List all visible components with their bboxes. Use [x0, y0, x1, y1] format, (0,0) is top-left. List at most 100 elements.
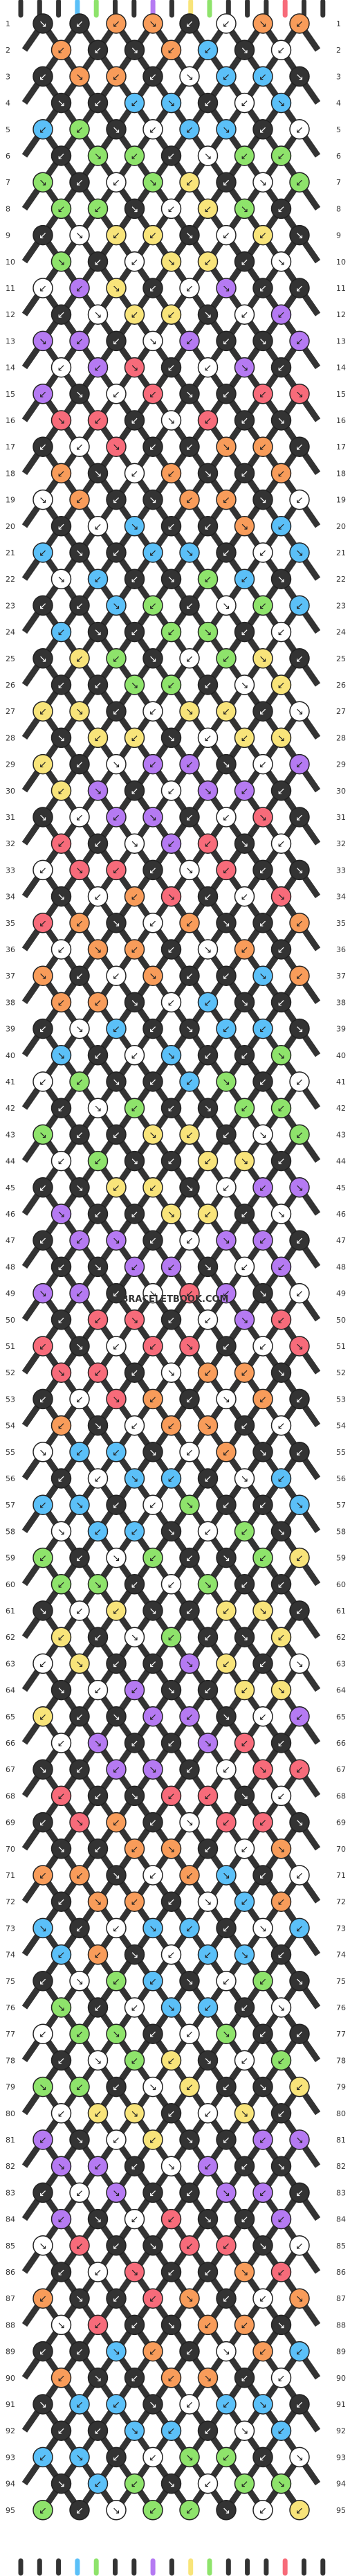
knot-arrow: ↙: [204, 1156, 212, 1168]
knot-arrow: ↙: [94, 1209, 102, 1220]
knot-arrow: ↘: [222, 1235, 230, 1246]
knot-arrow: ↙: [277, 1580, 286, 1591]
knot-arrow: ↘: [75, 1500, 84, 1511]
knot-arrow: ↙: [112, 1129, 120, 1141]
row-number: 25: [336, 654, 346, 663]
knot-arrow: ↙: [204, 204, 212, 215]
knot-arrow: ↙: [39, 2188, 47, 2199]
knot-arrow: ↙: [57, 1262, 66, 1273]
knot-arrow: ↙: [112, 2452, 120, 2463]
row-number: 66: [6, 1739, 15, 1748]
row-number: 60: [6, 1580, 15, 1589]
knot-arrow: ↙: [167, 468, 176, 479]
knot-arrow: ↙: [75, 1289, 84, 1300]
knot-arrow: ↙: [167, 151, 176, 162]
knot-arrow: ↘: [167, 574, 176, 585]
knot-arrow: ↘: [75, 1341, 84, 1352]
knot-arrow: ↘: [39, 2241, 47, 2252]
row-number: 69: [336, 1818, 346, 1827]
knot-arrow: ↙: [277, 151, 286, 162]
knot-arrow: ↘: [39, 1606, 47, 1617]
knot-arrow: ↙: [39, 600, 47, 611]
knot-arrow: ↙: [39, 1870, 47, 1881]
row-number: 27: [336, 707, 346, 716]
knot-arrow: ↙: [75, 442, 84, 453]
knot-arrow: ↙: [131, 2320, 139, 2331]
knot-arrow: ↙: [259, 548, 267, 559]
knot-arrow: ↘: [39, 1447, 47, 1458]
row-number: 5: [6, 125, 10, 134]
knot-arrow: ↙: [75, 1394, 84, 1405]
knot-arrow: ↙: [112, 495, 120, 506]
knot-arrow: ↘: [75, 231, 84, 242]
knot-arrow: ↙: [75, 812, 84, 823]
row-number: 76: [336, 2003, 346, 2012]
knot-arrow: ↙: [295, 2082, 304, 2093]
knot-arrow: ↙: [259, 1870, 267, 1881]
knot-arrow: ↙: [204, 98, 212, 109]
knot-arrow: ↘: [131, 1632, 139, 1643]
knot-arrow: ↙: [75, 2399, 84, 2410]
knot-arrow: ↙: [39, 1183, 47, 1194]
knot-arrow: ↘: [204, 2373, 212, 2384]
knot-arrow: ↙: [131, 1580, 139, 1591]
knot-arrow: ↙: [112, 971, 120, 982]
knot-arrow: ↘: [149, 1923, 157, 1934]
knot-arrow: ↙: [57, 310, 66, 321]
row-number: 93: [6, 2453, 15, 2462]
knot-arrow: ↙: [112, 812, 120, 823]
knot-arrow: ↙: [204, 1209, 212, 1220]
row-number: 75: [336, 1977, 346, 1986]
row-number: 46: [336, 1210, 346, 1219]
knot-arrow: ↙: [241, 574, 249, 585]
knot-arrow: ↘: [222, 600, 230, 611]
row-number: 67: [336, 1765, 346, 1774]
knot-arrow: ↙: [259, 2505, 267, 2516]
knot-arrow: ↙: [204, 574, 212, 585]
knot-arrow: ↙: [94, 204, 102, 215]
knot-arrow: ↘: [241, 839, 249, 850]
knot-arrow: ↙: [57, 839, 66, 850]
row-number: 64: [6, 1686, 15, 1695]
knot-arrow: ↘: [39, 2399, 47, 2410]
knot-arrow: ↙: [204, 2003, 212, 2014]
knot-arrow: ↙: [185, 2188, 194, 2199]
row-number: 66: [336, 1739, 346, 1748]
row-number: 6: [6, 152, 10, 161]
knot-arrow: ↙: [75, 495, 84, 506]
knot-arrow: ↙: [75, 177, 84, 188]
row-number: 70: [336, 1845, 346, 1854]
knot-arrow: ↙: [57, 2426, 66, 2437]
knot-arrow: ↘: [57, 2479, 66, 2490]
row-number: 34: [6, 893, 15, 902]
knot-arrow: ↙: [259, 442, 267, 453]
knot-arrow: ↙: [259, 125, 267, 136]
knot-arrow: ↙: [259, 2029, 267, 2040]
knot-arrow: ↙: [185, 1870, 194, 1881]
knot-arrow: ↘: [241, 2109, 249, 2120]
knot-arrow: ↙: [57, 2055, 66, 2066]
knot-arrow: ↙: [277, 786, 286, 797]
knot-arrow: ↙: [167, 1897, 176, 1908]
knot-arrow: ↙: [259, 865, 267, 876]
knot-arrow: ↘: [167, 415, 176, 427]
knot-arrow: ↙: [149, 283, 157, 294]
row-number: 69: [6, 1818, 15, 1827]
knot-arrow: ↙: [149, 1553, 157, 1564]
knot-arrow: ↘: [185, 1024, 194, 1035]
knot-arrow: ↘: [94, 1103, 102, 1114]
knot-arrow: ↙: [75, 2505, 84, 2516]
knot-arrow: ↙: [185, 2505, 194, 2516]
knot-arrow: ↘: [57, 415, 66, 427]
knot-arrow: ↘: [75, 1658, 84, 1670]
knot-arrow: ↙: [149, 865, 157, 876]
row-number: 18: [336, 469, 346, 478]
knot-arrow: ↙: [57, 2109, 66, 2120]
knot-arrow: ↙: [39, 389, 47, 400]
knot-arrow: ↙: [39, 706, 47, 717]
knot-arrow: ↘: [75, 1818, 84, 1829]
knot-arrow: ↙: [75, 1712, 84, 1723]
knot-arrow: ↙: [295, 1129, 304, 1141]
knot-arrow: ↙: [39, 1077, 47, 1088]
knot-arrow: ↙: [149, 600, 157, 611]
